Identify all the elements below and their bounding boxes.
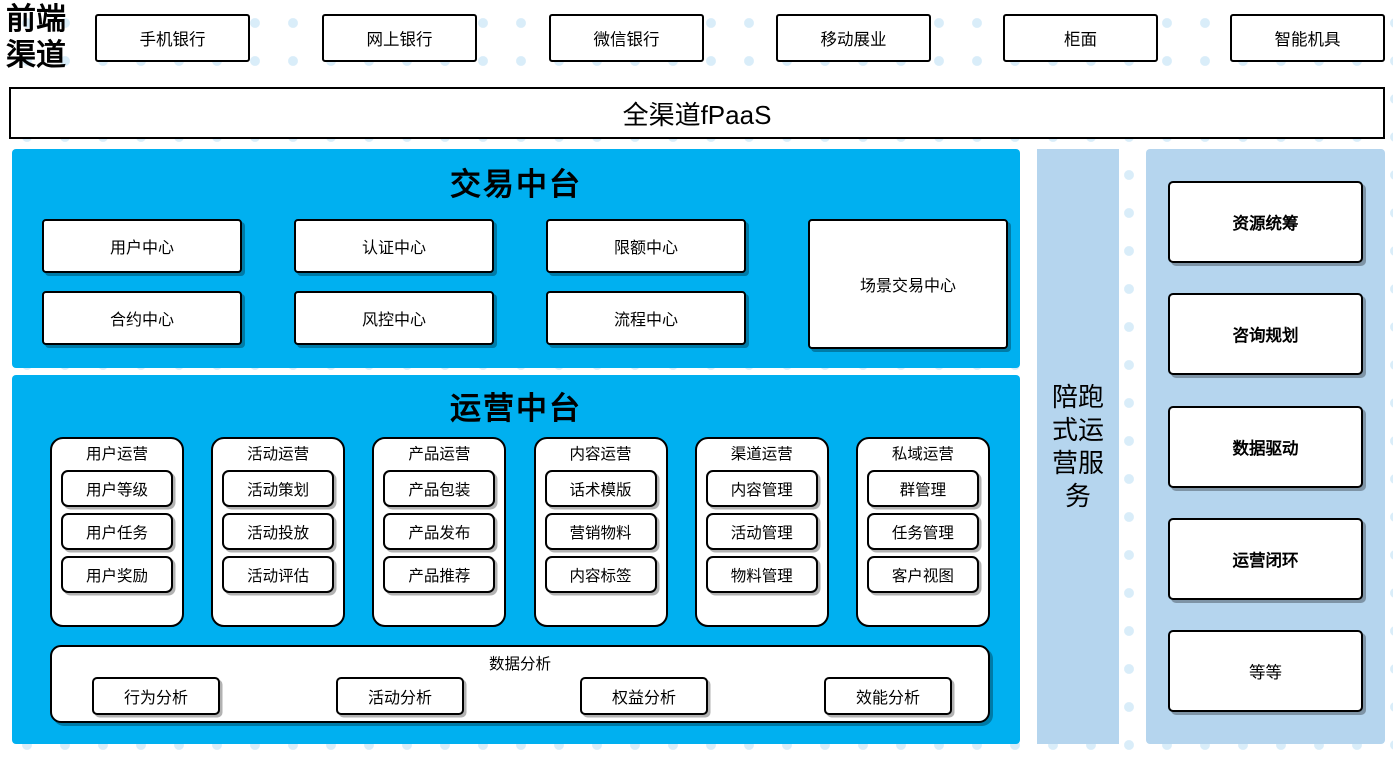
service-item-resource-coordination[interactable]: 资源统筹 <box>1168 181 1363 263</box>
channel-item-counter[interactable]: 柜面 <box>1003 14 1158 62</box>
front-end-channel-label: 前端渠道 <box>6 3 66 72</box>
ops-column-title: 用户运营 <box>85 446 148 463</box>
trade-center-process[interactable]: 流程中心 <box>546 291 746 345</box>
operation-column-list: 用户运营 用户等级 用户任务 用户奖励 活动运营 活动策划 活动投放 活动评估 … <box>50 437 990 627</box>
ops-item-user-task[interactable]: 用户任务 <box>61 513 173 550</box>
trade-center-contract[interactable]: 合约中心 <box>42 291 242 345</box>
analysis-item-rights[interactable]: 权益分析 <box>580 677 708 715</box>
trade-center-grid: 用户中心 认证中心 限额中心 合约中心 风控中心 流程中心 <box>42 219 772 349</box>
channel-item-mobile-bank[interactable]: 手机银行 <box>95 14 250 62</box>
operation-middle-platform-panel: 运营中台 用户运营 用户等级 用户任务 用户奖励 活动运营 活动策划 活动投放 … <box>12 375 1020 744</box>
channel-item-smart-machine[interactable]: 智能机具 <box>1230 14 1385 62</box>
omni-channel-fpaas-bar[interactable]: 全渠道fPaaS <box>9 87 1385 139</box>
ops-item-user-level[interactable]: 用户等级 <box>61 470 173 507</box>
ops-column-private-domain-operation: 私域运营 群管理 任务管理 客户视图 <box>855 437 990 627</box>
ops-item-product-recommend[interactable]: 产品推荐 <box>383 556 496 593</box>
data-analysis-title: 数据分析 <box>488 656 551 673</box>
trade-center-scene-transaction[interactable]: 场景交易中心 <box>808 219 1008 349</box>
ops-column-user-operation: 用户运营 用户等级 用户任务 用户奖励 <box>50 437 184 627</box>
ops-column-title: 渠道运营 <box>730 446 793 463</box>
data-analysis-card: 数据分析 行为分析 活动分析 权益分析 效能分析 <box>50 645 990 723</box>
ops-column-channel-operation: 渠道运营 内容管理 活动管理 物料管理 <box>694 437 829 627</box>
trade-platform-title: 交易中台 <box>450 167 582 202</box>
ops-column-product-operation: 产品运营 产品包装 产品发布 产品推荐 <box>372 437 507 627</box>
ops-item-activity-evaluation[interactable]: 活动评估 <box>222 556 335 593</box>
analysis-item-efficiency[interactable]: 效能分析 <box>824 677 952 715</box>
ops-item-task-management[interactable]: 任务管理 <box>866 513 979 550</box>
channel-item-wechat-bank[interactable]: 微信银行 <box>549 14 704 62</box>
service-item-consulting-planning[interactable]: 咨询规划 <box>1168 293 1363 376</box>
ops-column-title: 产品运营 <box>408 446 471 463</box>
data-analysis-item-list: 行为分析 活动分析 权益分析 效能分析 <box>92 677 952 715</box>
channel-item-mobile-business[interactable]: 移动展业 <box>776 14 931 62</box>
ops-column-content-operation: 内容运营 话术模版 营销物料 内容标签 <box>533 437 668 627</box>
accompany-operation-service-label: 陪跑式运营服务 <box>1051 381 1104 511</box>
service-item-data-driven[interactable]: 数据驱动 <box>1168 405 1363 488</box>
analysis-item-activity[interactable]: 活动分析 <box>336 677 464 715</box>
ops-item-product-packaging[interactable]: 产品包装 <box>383 470 496 507</box>
trade-center-auth[interactable]: 认证中心 <box>294 219 494 273</box>
service-item-etc[interactable]: 等等 <box>1168 630 1363 712</box>
front-end-channel-row: 前端渠道 手机银行 网上银行 微信银行 移动展业 柜面 智能机具 <box>0 0 1393 80</box>
ops-item-script-template[interactable]: 话术模版 <box>544 470 657 507</box>
trade-middle-platform-panel: 交易中台 用户中心 认证中心 限额中心 合约中心 风控中心 流程中心 场景交易中… <box>12 149 1020 368</box>
ops-item-marketing-material[interactable]: 营销物料 <box>544 513 657 550</box>
ops-item-customer-view[interactable]: 客户视图 <box>866 556 979 593</box>
analysis-item-behavior[interactable]: 行为分析 <box>92 677 220 715</box>
ops-column-activity-operation: 活动运营 活动策划 活动投放 活动评估 <box>211 437 346 627</box>
service-capability-column: 资源统筹 咨询规划 数据驱动 运营闭环 等等 <box>1146 149 1385 744</box>
ops-item-content-management[interactable]: 内容管理 <box>705 470 818 507</box>
channel-box-list: 手机银行 网上银行 微信银行 移动展业 柜面 智能机具 <box>95 14 1385 64</box>
ops-item-product-release[interactable]: 产品发布 <box>383 513 496 550</box>
ops-item-content-tag[interactable]: 内容标签 <box>544 556 657 593</box>
ops-column-title: 内容运营 <box>569 446 632 463</box>
ops-column-title: 私域运营 <box>891 446 954 463</box>
ops-item-user-reward[interactable]: 用户奖励 <box>61 556 173 593</box>
trade-center-limit[interactable]: 限额中心 <box>546 219 746 273</box>
ops-item-activity-planning[interactable]: 活动策划 <box>222 470 335 507</box>
operation-platform-title: 运营中台 <box>450 391 582 426</box>
ops-column-title: 活动运营 <box>247 446 310 463</box>
ops-item-material-management[interactable]: 物料管理 <box>705 556 818 593</box>
ops-item-activity-delivery[interactable]: 活动投放 <box>222 513 335 550</box>
service-item-operation-closed-loop[interactable]: 运营闭环 <box>1168 517 1363 600</box>
ops-item-activity-management[interactable]: 活动管理 <box>705 513 818 550</box>
accompany-operation-service-column: 陪跑式运营服务 <box>1037 149 1119 744</box>
ops-item-group-management[interactable]: 群管理 <box>866 470 979 507</box>
channel-item-internet-bank[interactable]: 网上银行 <box>322 14 477 62</box>
trade-center-user[interactable]: 用户中心 <box>42 219 242 273</box>
trade-center-risk[interactable]: 风控中心 <box>294 291 494 345</box>
